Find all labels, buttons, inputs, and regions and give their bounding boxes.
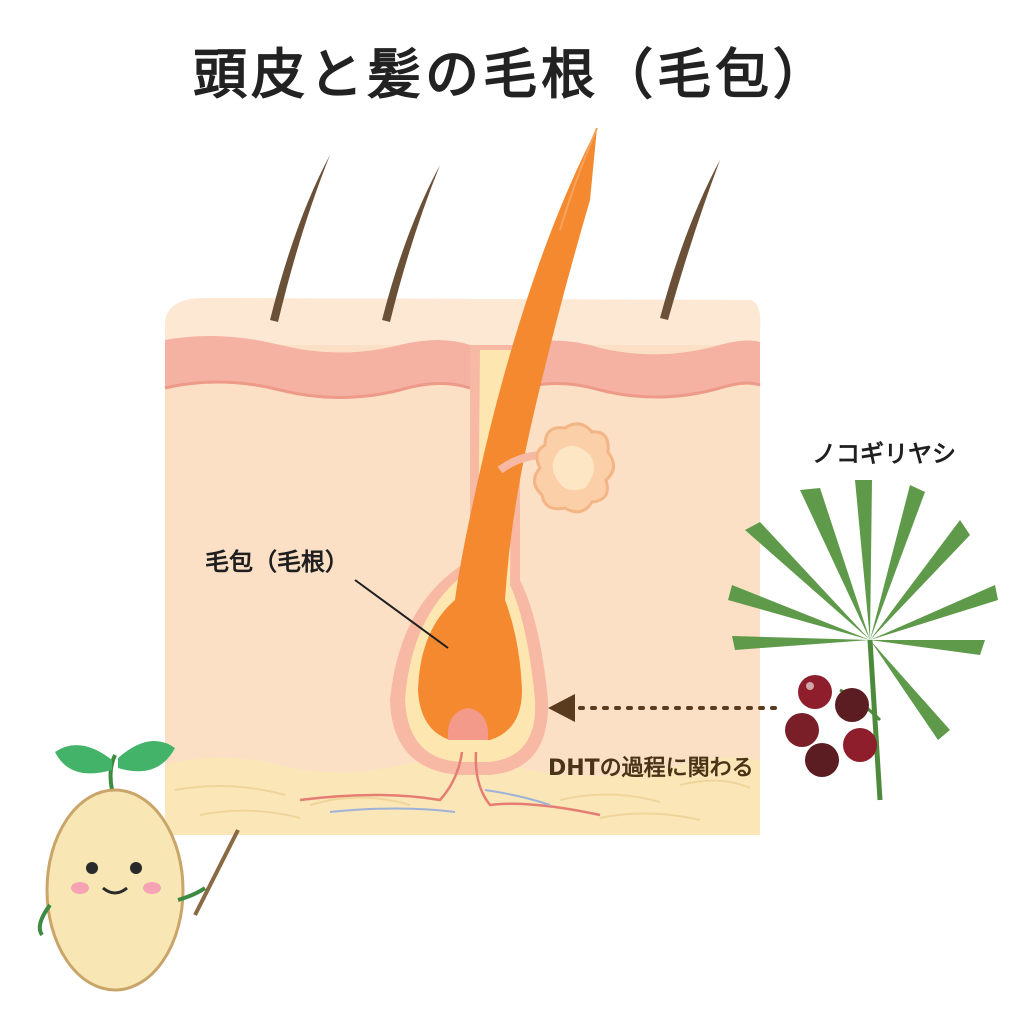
fat-layer (165, 756, 760, 835)
page-title: 頭皮と髪の毛根（毛包） (193, 43, 831, 106)
follicle-callout: 毛包（毛根） (205, 548, 449, 649)
follicle-label: 毛包（毛根） (205, 548, 349, 576)
sebaceous-gland-icon (497, 422, 615, 514)
saw-palmetto-icon (728, 480, 998, 801)
hair-strand-icon (270, 155, 720, 322)
hair-follicle (299, 127, 601, 817)
epidermis-layer (164, 336, 761, 399)
seed-mascot-icon (37, 740, 240, 992)
dht-label: DHTの過程に関わる (548, 755, 754, 781)
dotted-arrow-icon (548, 694, 777, 722)
plant-label: ノコギリヤシ (812, 440, 956, 468)
